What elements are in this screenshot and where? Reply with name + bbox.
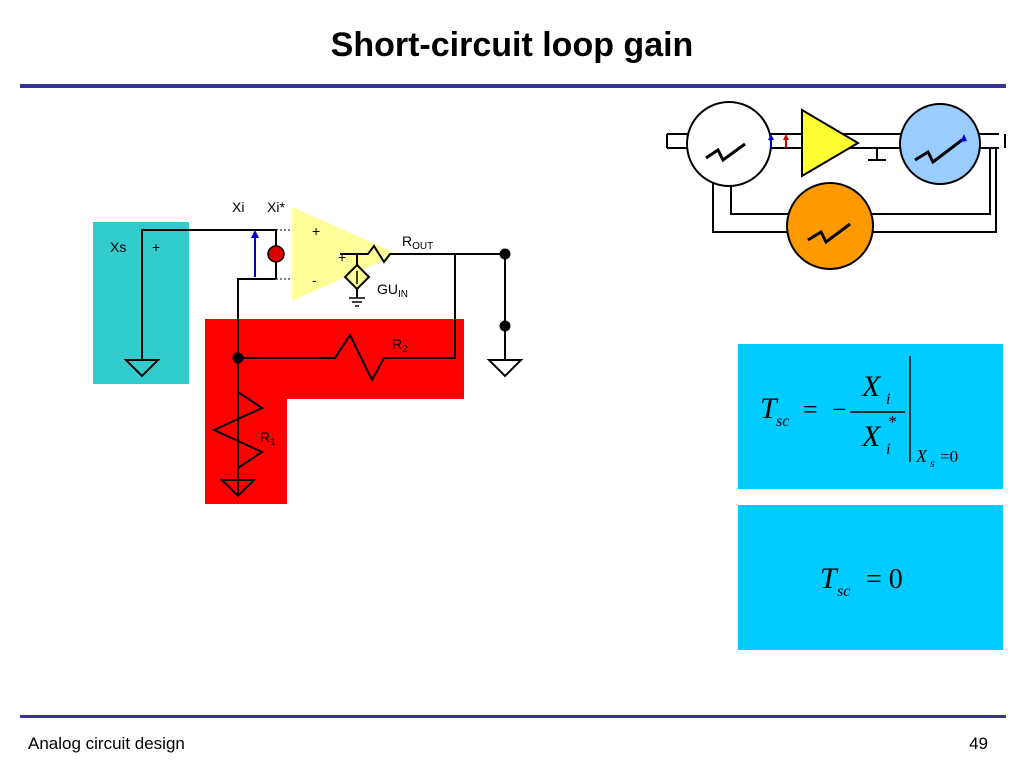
equals-sign: = xyxy=(803,395,818,424)
equation-box-definition: T sc = − X i X * i X s =0 xyxy=(738,344,1003,489)
opamp-plus-label: + xyxy=(312,223,320,239)
tsc-sub: sc xyxy=(776,413,789,430)
input-dotted-lines xyxy=(252,229,292,280)
numerator-sub: i xyxy=(886,391,890,408)
condition-sub: s xyxy=(930,456,935,470)
denominator-sub: i xyxy=(886,441,890,458)
ground-icon xyxy=(123,359,161,378)
source-plus-label: + xyxy=(338,249,346,265)
condition-rest: =0 xyxy=(940,447,958,466)
xs-plus-label: + xyxy=(152,239,160,255)
minus-sign: − xyxy=(832,395,847,424)
condition-x: X xyxy=(915,446,928,466)
arrow-up-icon xyxy=(768,134,774,140)
result-tsc-sub: sc xyxy=(837,583,850,600)
title-divider xyxy=(20,84,1006,88)
feedback-network-block xyxy=(205,319,464,504)
result-tsc-main: T xyxy=(820,562,839,595)
r1-label: R1 xyxy=(260,429,276,448)
rout-label: ROUT xyxy=(402,233,433,252)
denominator-sup: * xyxy=(888,412,897,432)
numerator-x: X xyxy=(861,370,882,403)
waveform-icon xyxy=(807,222,851,245)
arrow-up-icon xyxy=(251,230,259,238)
ground-icon xyxy=(349,297,365,307)
junction-dot xyxy=(232,352,244,364)
waveform-icon xyxy=(705,142,746,163)
xi-label: Xi xyxy=(232,199,244,215)
footer-divider xyxy=(20,715,1006,718)
gu-in-label: GUIN xyxy=(377,281,408,300)
junction-dot xyxy=(499,320,511,332)
tsc-main: T xyxy=(760,392,779,425)
feedback-circle xyxy=(786,182,874,270)
result-rhs: = 0 xyxy=(866,564,903,595)
output-transducer-circle xyxy=(899,103,981,185)
circuit-schematic: Xs + Xi Xi* + - + ROUT GUIN R2 R1 xyxy=(93,199,524,504)
arrow-up-icon xyxy=(960,134,967,142)
node-marker xyxy=(267,245,285,263)
equation-box-result: T sc = 0 xyxy=(738,505,1003,650)
junction-dot xyxy=(499,248,511,260)
equation-definition-background xyxy=(738,344,1003,489)
opamp-minus-label: - xyxy=(312,272,317,288)
ground-icon xyxy=(486,359,524,378)
page-number: 49 xyxy=(969,734,988,753)
denominator-x: X xyxy=(861,420,882,453)
slide-title: Short-circuit loop gain xyxy=(330,26,694,64)
amplifier-triangle xyxy=(801,108,860,178)
block-diagram xyxy=(666,101,1006,270)
waveform-icon xyxy=(914,138,963,165)
xi-star-label: Xi* xyxy=(267,199,285,215)
xs-label: Xs xyxy=(110,239,126,255)
ground-icon xyxy=(219,479,257,498)
arrow-up-icon xyxy=(783,134,789,140)
r2-label: R2 xyxy=(392,336,408,355)
input-transducer-circle xyxy=(686,101,772,187)
footer-course-title: Analog circuit design xyxy=(28,734,185,753)
equation-result-background xyxy=(738,505,1003,650)
